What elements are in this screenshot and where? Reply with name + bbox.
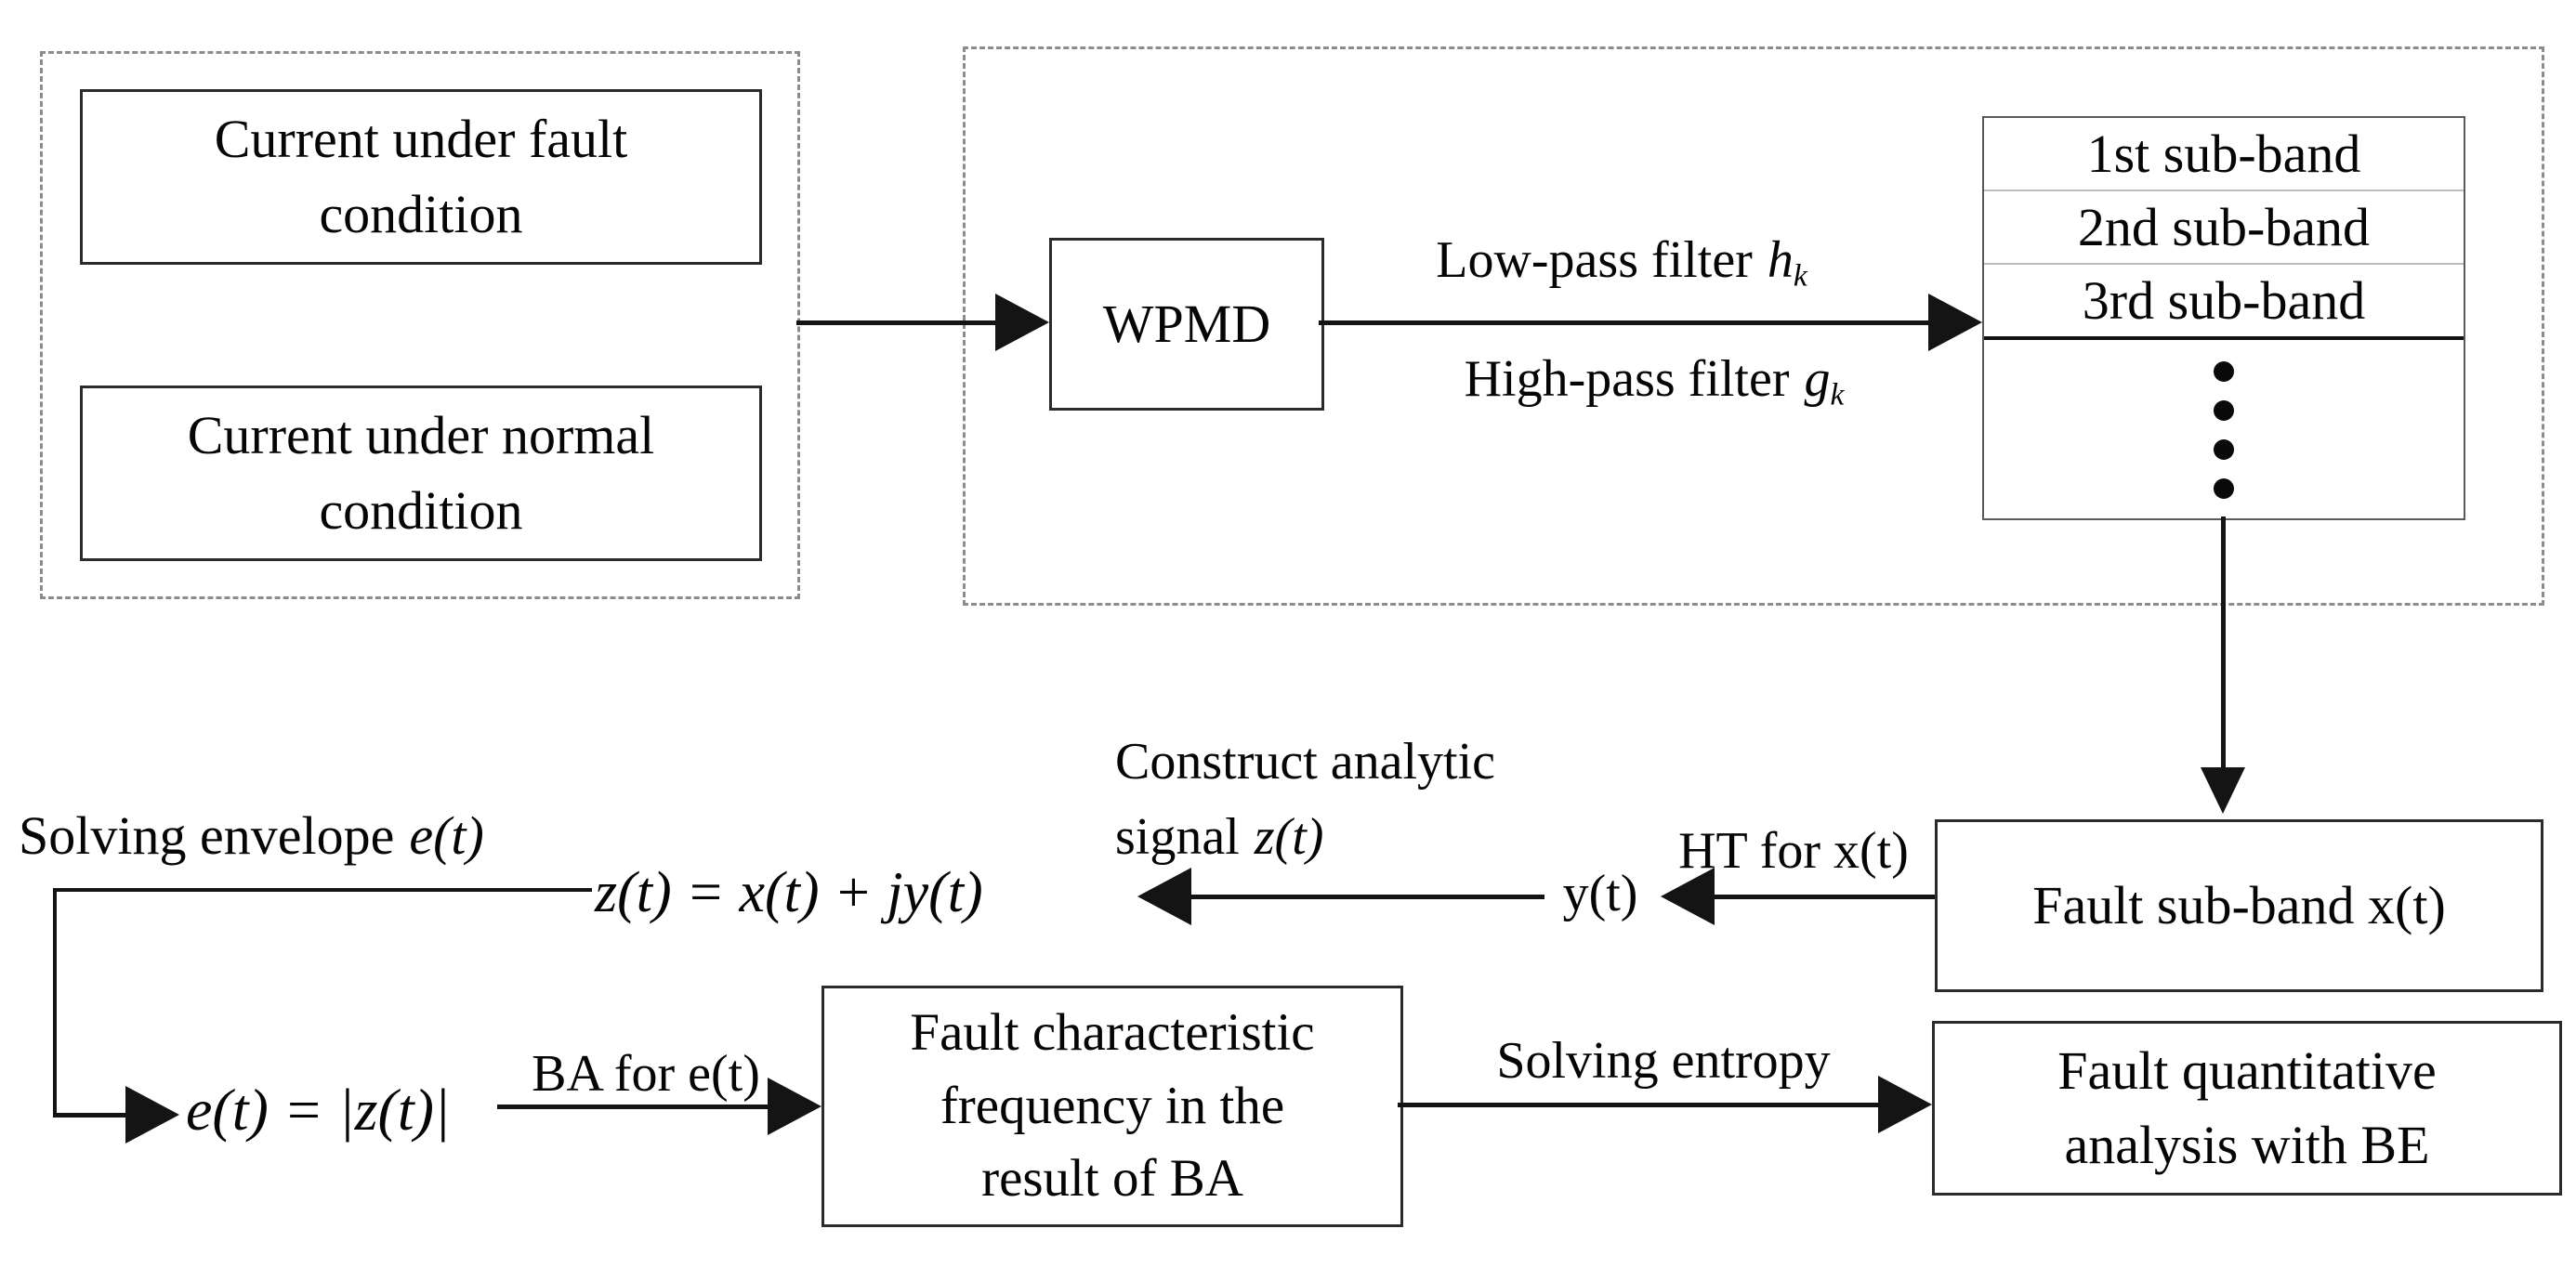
arrowhead-right-icon bbox=[995, 294, 1049, 351]
subband-row-2: 2nd sub-band bbox=[1984, 191, 2464, 265]
arrowhead-right-icon bbox=[125, 1086, 179, 1144]
construct-analytic-line2-math: z(t) bbox=[1254, 808, 1324, 867]
analytic-signal-equation-text: z(t) = x(t) + jy(t) bbox=[595, 861, 983, 924]
yt-text: y(t) bbox=[1562, 865, 1638, 922]
arrowhead-right-icon bbox=[1928, 294, 1982, 351]
ht-for-xt-text: HT for x(t) bbox=[1678, 822, 1909, 880]
construct-analytic-line1-text: Construct analytic bbox=[1115, 733, 1496, 791]
ba-for-et-label: BA for e(t) bbox=[483, 1044, 808, 1104]
construct-analytic-line1: Construct analytic bbox=[1115, 725, 1691, 800]
fault-characteristic-label: Fault characteristic frequency in the re… bbox=[910, 1003, 1315, 1209]
solving-envelope-text: Solving envelope bbox=[19, 805, 395, 866]
connector-envelope-bottom bbox=[53, 1113, 127, 1118]
fault-subband-box: Fault sub-band x(t) bbox=[1935, 819, 2543, 992]
fault-characteristic-box: Fault characteristic frequency in the re… bbox=[821, 986, 1403, 1227]
input-group-dashed-box bbox=[40, 51, 800, 599]
fault-subband-label: Fault sub-band x(t) bbox=[2032, 874, 2446, 935]
subband-stack: 1st sub-band 2nd sub-band 3rd sub-band bbox=[1982, 116, 2465, 520]
subband-row-2-label: 2nd sub-band bbox=[2077, 197, 2371, 257]
ellipsis-dot bbox=[2214, 478, 2234, 499]
ba-for-et-text: BA for e(t) bbox=[532, 1045, 760, 1103]
arrowhead-right-icon bbox=[768, 1078, 821, 1135]
ellipsis-dot bbox=[2214, 400, 2234, 421]
solving-entropy-text: Solving entropy bbox=[1496, 1032, 1831, 1090]
fault-quantitative-label: Fault quantitative analysis with BE bbox=[2057, 1039, 2437, 1175]
wpmd-label: WPMD bbox=[1102, 293, 1271, 354]
connector-envelope-vertical bbox=[53, 888, 57, 1117]
connector-subbands-to-fault-subband bbox=[2221, 516, 2226, 771]
connector-envelope-top bbox=[53, 888, 592, 892]
subband-row-3: 3rd sub-band bbox=[1984, 265, 2464, 340]
arrowhead-left-icon bbox=[1137, 868, 1191, 925]
envelope-equation-text: e(t) = |z(t)| bbox=[186, 1077, 451, 1143]
connector-envelope-to-characteristic bbox=[497, 1105, 768, 1109]
subband-row-1-label: 1st sub-band bbox=[2086, 124, 2361, 184]
solving-entropy-label: Solving entropy bbox=[1422, 1031, 1905, 1091]
subband-row-3-label: 3rd sub-band bbox=[2082, 270, 2366, 331]
low-pass-filter-subscript: k bbox=[1793, 258, 1807, 294]
solving-envelope-math: e(t) bbox=[409, 805, 484, 866]
yt-label: y(t) bbox=[1544, 864, 1656, 923]
connector-input-to-wpmd bbox=[796, 320, 997, 325]
connector-characteristic-to-quantitative bbox=[1398, 1103, 1878, 1107]
current-normal-label: Current under normal condition bbox=[187, 405, 655, 541]
high-pass-filter-subscript: k bbox=[1830, 377, 1845, 412]
high-pass-filter-symbol: g bbox=[1804, 350, 1831, 408]
arrowhead-left-icon bbox=[1661, 868, 1715, 925]
ht-for-xt-label: HT for x(t) bbox=[1645, 821, 1942, 881]
connector-wpmd-to-subbands bbox=[1319, 320, 1930, 325]
vertical-ellipsis-icon bbox=[1984, 342, 2464, 518]
current-fault-box: Current under fault condition bbox=[80, 89, 762, 265]
connector-yt-to-analytic-eq bbox=[1191, 895, 1544, 899]
wpmd-group-dashed-box bbox=[963, 46, 2544, 606]
current-normal-box: Current under normal condition bbox=[80, 386, 762, 561]
low-pass-filter-text: Low-pass filter bbox=[1436, 231, 1753, 289]
arrowhead-down-icon bbox=[2201, 767, 2245, 814]
current-fault-label: Current under fault condition bbox=[214, 109, 628, 244]
envelope-equation: e(t) = |z(t)| bbox=[186, 1076, 451, 1144]
analytic-signal-equation: z(t) = x(t) + jy(t) bbox=[595, 860, 983, 926]
subband-row-1: 1st sub-band bbox=[1984, 118, 2464, 191]
wpmd-box: WPMD bbox=[1049, 238, 1324, 411]
connector-fault-subband-to-yt bbox=[1715, 895, 1935, 899]
low-pass-filter-symbol: h bbox=[1767, 231, 1794, 289]
construct-analytic-line2-text: signal bbox=[1115, 808, 1240, 867]
fault-quantitative-box: Fault quantitative analysis with BE bbox=[1932, 1021, 2562, 1196]
high-pass-filter-text: High-pass filter bbox=[1464, 350, 1790, 408]
arrowhead-right-icon bbox=[1878, 1076, 1932, 1133]
ellipsis-dot bbox=[2214, 439, 2234, 460]
ellipsis-dot bbox=[2214, 361, 2234, 382]
